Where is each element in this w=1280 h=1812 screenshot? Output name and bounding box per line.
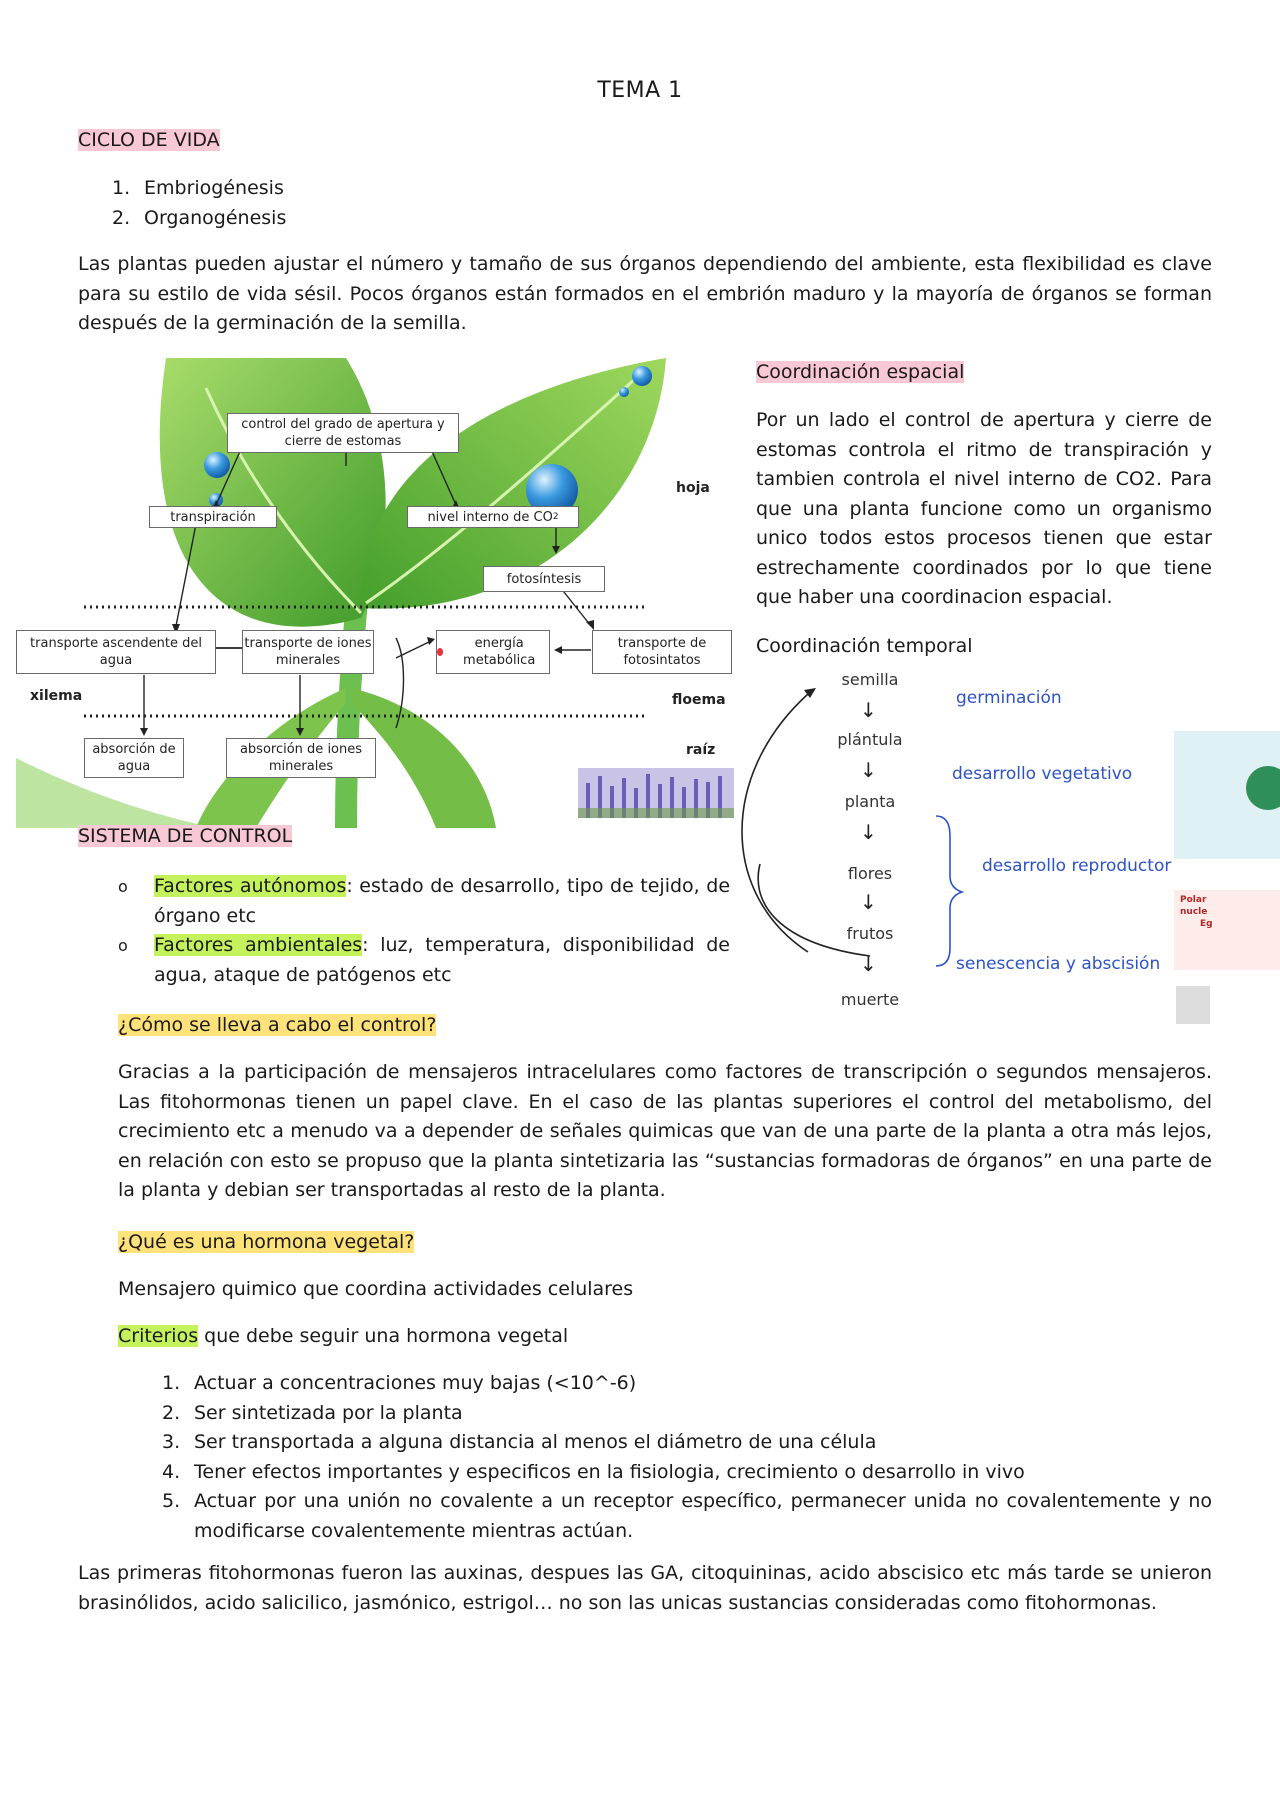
plant-illustration: [16, 358, 734, 828]
timeline-step: flores: [847, 864, 893, 883]
timeline-step: frutos: [846, 924, 894, 943]
timeline-stage: desarrollo vegetativo: [952, 764, 1133, 784]
ciclo-paragraph: Las plantas pueden ajustar el número y t…: [78, 253, 1212, 334]
page-title: TEMA 1: [597, 78, 683, 103]
criterios-list: 1.Actuar a concentraciones muy bajas (<1…: [150, 1369, 1212, 1546]
list-item: 1.Embriogénesis: [112, 177, 284, 199]
box-absorcion-agua: absorción de agua: [84, 738, 184, 778]
question-hormona: ¿Qué es una hormona vegetal?: [118, 1231, 415, 1253]
list-item: 5.Actuar por una unión no covalente a un…: [162, 1490, 1212, 1542]
label-floema: floema: [672, 692, 726, 708]
box-energia: energía metabólica: [436, 630, 550, 674]
box-fotosintatos: transporte de fotosintatos: [592, 630, 732, 674]
espacial-paragraph: Por un lado el control de apertura y cie…: [756, 409, 1212, 608]
question-control: ¿Cómo se lleva a cabo el control?: [118, 1014, 437, 1036]
section-heading-espacial: Coordinación espacial: [756, 361, 965, 383]
timeline-step: semilla: [841, 670, 899, 689]
label-raiz: raíz: [686, 742, 716, 758]
list-item: 2.Organogénesis: [112, 206, 287, 229]
criterios-heading: Criterios que debe seguir una hormona ve…: [118, 1325, 569, 1347]
timeline-stage: desarrollo reproductor: [982, 856, 1172, 876]
box-control-estomas: control del grado de apertura y cierre d…: [227, 413, 459, 453]
control-paragraph: Gracias a la participación de mensajeros…: [118, 1061, 1212, 1201]
timeline-stage: germinación: [956, 688, 1062, 708]
list-item: 2.Ser sintetizada por la planta: [162, 1401, 463, 1424]
box-fotosintesis: fotosíntesis: [483, 566, 605, 592]
down-arrow-icon: ↓: [860, 758, 877, 782]
timeline-step: muerte: [840, 990, 900, 1009]
down-arrow-icon: ↓: [860, 820, 877, 844]
timeline-step: planta: [844, 792, 896, 811]
final-paragraph: Las primeras fitohormonas fueron las aux…: [78, 1562, 1212, 1614]
plant-diagram: control del grado de apertura y cierre d…: [16, 358, 734, 828]
section-heading-temporal: Coordinación temporal: [756, 635, 973, 657]
label-hoja: hoja: [676, 480, 710, 496]
cropped-fragment: Polar nucle Eg: [1180, 895, 1213, 929]
box-absorcion-iones: absorción de iones minerales: [226, 738, 376, 778]
timeline-arcs: [741, 688, 1280, 1024]
list-item: 1.Actuar a concentraciones muy bajas (<1…: [162, 1372, 637, 1394]
label-xilema: xilema: [30, 688, 83, 704]
temporal-timeline: semilla ↓ plántula ↓ planta ↓ flores ↓ f…: [740, 664, 1280, 1024]
timeline-stage: senescencia y abscisión: [956, 954, 1161, 974]
down-arrow-icon: ↓: [860, 698, 877, 722]
down-arrow-icon: ↓: [860, 952, 877, 976]
list-item: o Factores autónomos: estado de desarrol…: [118, 875, 731, 927]
list-item: o Factores ambientales: luz, temperatura…: [118, 934, 730, 986]
energy-dot-icon: [437, 648, 444, 656]
sistema-bullets: o Factores autónomos: estado de desarrol…: [118, 872, 730, 990]
ciclo-list: 1.Embriogénesis 2.Organogénesis: [100, 174, 700, 233]
section-heading-sistema: SISTEMA DE CONTROL: [78, 825, 293, 847]
hormona-definition: Mensajero quimico que coordina actividad…: [118, 1278, 634, 1300]
timeline-step: plántula: [837, 730, 903, 749]
box-transporte-iones: transporte de iones minerales: [242, 630, 374, 674]
section-heading-ciclo: CICLO DE VIDA: [78, 129, 220, 151]
box-transpiracion: transpiración: [149, 506, 277, 528]
list-item: 3.Ser transportada a alguna distancia al…: [162, 1431, 877, 1453]
box-transporte-agua: transporte ascendente del agua: [16, 630, 216, 674]
list-item: 4.Tener efectos importantes y especifico…: [162, 1460, 1025, 1483]
down-arrow-icon: ↓: [860, 890, 877, 914]
